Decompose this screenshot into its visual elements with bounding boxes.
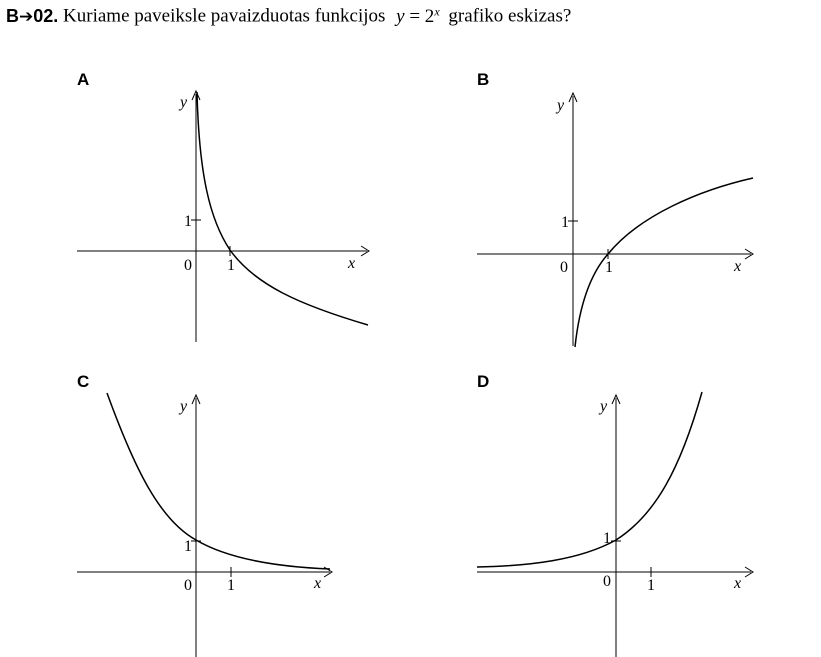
option-a-label[interactable]: A — [77, 70, 90, 89]
option-d-label[interactable]: D — [477, 372, 490, 391]
origin-label: 0 — [560, 259, 568, 276]
x-axis-label: x — [347, 255, 355, 272]
x-axis-arrow-icon — [744, 566, 754, 578]
y-axis-label: y — [598, 398, 608, 415]
x-axis-label: x — [733, 575, 741, 592]
x-axis-label: x — [313, 575, 321, 592]
question-text-after: grafiko eskizas? — [448, 5, 572, 27]
y-unit-label: 1 — [184, 538, 192, 555]
arrow-icon: ➔ — [19, 6, 34, 27]
y-unit-label: 1 — [603, 530, 611, 547]
question-header: B➔02. Kuriame paveiksle pavaizduotas fun… — [6, 4, 571, 28]
y-axis-label: y — [178, 398, 188, 415]
question-text: Kuriame paveiksle pavaizduotas funkcijos — [63, 5, 386, 27]
x-axis-label: x — [733, 258, 741, 275]
graph-b[interactable]: y x 0 1 1 — [477, 91, 754, 348]
x-unit-label: 1 — [227, 577, 235, 594]
question-prefix: B — [6, 5, 19, 26]
formula-exponent: x — [434, 4, 440, 18]
y-unit-label: 1 — [561, 214, 569, 231]
function-curve — [476, 391, 703, 568]
function-curve — [106, 392, 331, 570]
graph-c[interactable]: y x 0 1 1 — [77, 392, 333, 657]
origin-label: 0 — [603, 573, 611, 590]
formula-equals-base: = 2 — [404, 5, 435, 27]
x-unit-label: 1 — [227, 257, 235, 274]
x-axis-arrow-icon — [744, 248, 754, 260]
origin-label: 0 — [184, 577, 192, 594]
option-c-label[interactable]: C — [77, 372, 90, 391]
question-number: B➔02. — [6, 5, 59, 27]
option-b-label[interactable]: B — [477, 70, 490, 89]
y-axis-arrow-icon — [568, 91, 578, 103]
graph-a[interactable]: y x 0 1 1 — [77, 89, 370, 342]
y-axis-arrow-icon — [611, 393, 621, 405]
question-formula: y = 2x — [396, 4, 440, 27]
y-axis-label: y — [178, 94, 188, 111]
function-curve — [574, 177, 754, 348]
x-unit-label: 1 — [605, 259, 613, 276]
x-axis-arrow-icon — [360, 245, 370, 257]
y-axis-arrow-icon — [191, 89, 201, 101]
graph-d[interactable]: y x 0 1 1 — [476, 391, 754, 657]
question-index: 02. — [33, 5, 59, 26]
formula-y: y — [396, 5, 405, 27]
y-axis-label: y — [555, 97, 565, 114]
origin-label: 0 — [184, 257, 192, 274]
x-unit-label: 1 — [647, 577, 655, 594]
y-unit-label: 1 — [184, 213, 192, 230]
function-curve — [196, 91, 369, 326]
y-axis-arrow-icon — [191, 393, 201, 405]
